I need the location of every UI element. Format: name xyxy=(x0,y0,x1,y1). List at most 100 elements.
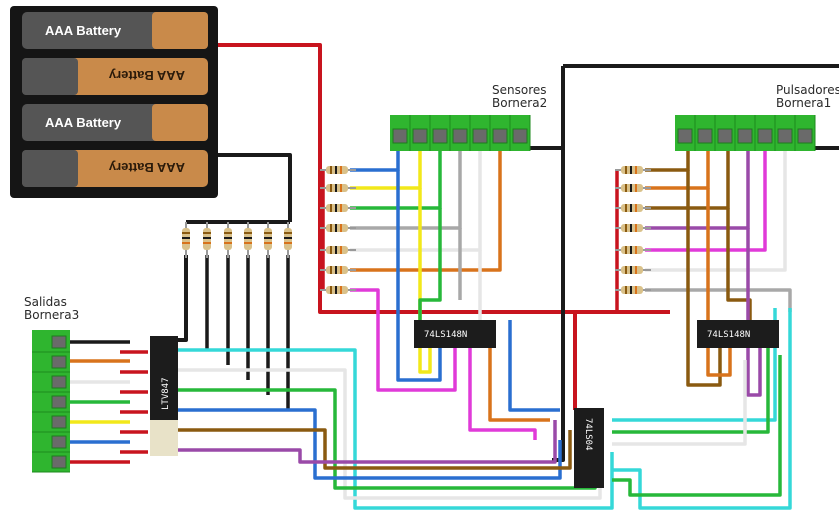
pulsadores-slot-2 xyxy=(697,115,716,151)
chip-encoder-left: 74LS148N xyxy=(414,320,496,348)
wire-orange-p2-enc xyxy=(706,188,732,377)
sensores-slot-3 xyxy=(432,115,451,151)
pulsadores-title: Pulsadores xyxy=(776,83,839,97)
battery-label-3: AAA Battery xyxy=(45,115,122,130)
salidas-title: Salidas xyxy=(24,295,67,309)
battery-cell-1: AAA Battery xyxy=(22,12,208,49)
sensor-resistor-2 xyxy=(320,184,356,192)
sensores-title: Sensores xyxy=(492,83,547,97)
chip-inverter-label: 74LS04 xyxy=(583,418,593,451)
pulsadores-slot-6 xyxy=(777,115,796,151)
chip-optocoupler: LTV847 xyxy=(150,336,178,456)
wire-purple-bus xyxy=(178,420,557,464)
pullup-resistor-3 xyxy=(224,222,232,258)
sensor-resistor-7 xyxy=(320,286,356,294)
sensores-slot-6 xyxy=(492,115,511,151)
wire-brown-p3-enc xyxy=(726,208,752,320)
wire-green-s3 xyxy=(350,150,442,210)
wire-green-right xyxy=(612,345,770,434)
pullup-resistor-2 xyxy=(203,222,211,258)
pulsador-resistor-4 xyxy=(615,224,651,232)
sensor-resistor-3 xyxy=(320,204,356,212)
sensor-resistor-5 xyxy=(320,246,356,254)
battery-cell-4: AAA Battery xyxy=(22,150,208,187)
sensores-slot-7 xyxy=(512,115,531,151)
salidas-slot-6 xyxy=(32,435,70,453)
wire-black-battery xyxy=(218,153,292,222)
wire-green-far xyxy=(612,355,782,497)
wire-yellow-s2-enc xyxy=(418,188,432,374)
salidas-slot-7 xyxy=(32,455,70,473)
terminal-block-pulsadores xyxy=(675,115,816,151)
pulsadores-subtitle: Bornera1 xyxy=(776,96,832,110)
pulsador-resistor-1 xyxy=(615,166,651,174)
pulsador-resistor-7 xyxy=(615,286,651,294)
battery-cell-2: AAA Battery xyxy=(22,58,208,95)
chip-optocoupler-label: LTV847 xyxy=(161,377,171,410)
wire-orange-enc-inv xyxy=(488,345,550,422)
wire-black-gnd xyxy=(552,148,565,462)
sensores-slot-1 xyxy=(392,115,411,151)
terminal-block-salidas xyxy=(32,330,70,473)
pulsadores-slot-3 xyxy=(717,115,736,151)
battery-label-4: AAA Battery xyxy=(108,160,185,175)
battery-label-1: AAA Battery xyxy=(45,23,122,38)
resistor-arrays xyxy=(182,166,651,294)
sensores-label: Sensores Bornera2 xyxy=(492,84,547,110)
pulsadores-slot-7 xyxy=(797,115,816,151)
sensores-slot-4 xyxy=(452,115,471,151)
pulsador-resistor-3 xyxy=(615,204,651,212)
pullup-resistor-5 xyxy=(264,222,272,258)
wire-brown-bus xyxy=(178,428,572,470)
sensores-subtitle: Bornera2 xyxy=(492,96,548,110)
wire-green-s3-enc xyxy=(418,208,442,320)
wire-brown-p1-enc xyxy=(686,170,722,387)
salidas-slot-4 xyxy=(32,395,70,413)
wire-purple-p4-enc xyxy=(746,228,762,397)
pulsador-resistor-2 xyxy=(615,184,651,192)
wire-out-red-bus xyxy=(120,350,148,454)
wire-green-bus xyxy=(178,388,597,490)
salidas-slot-3 xyxy=(32,375,70,393)
wire-brown-p1 xyxy=(645,150,690,172)
sensores-slot-5 xyxy=(472,115,491,151)
battery-pack: AAA Battery AAA Battery AAA Battery AAA … xyxy=(10,6,218,198)
sensor-resistor-4 xyxy=(320,224,356,232)
chip-encoder-right: 74LS148N xyxy=(697,320,779,348)
sensor-resistor-6 xyxy=(320,266,356,274)
pulsador-resistor-6 xyxy=(615,266,651,274)
pulsadores-slot-4 xyxy=(737,115,756,151)
wire-magenta-s7 xyxy=(350,288,457,392)
wire-blue-s1-enc xyxy=(396,170,442,382)
wire-magenta-enc-inv xyxy=(468,345,537,440)
wire-magenta-p5 xyxy=(645,150,767,252)
chip-inverter: 74LS04 xyxy=(574,408,604,488)
sensor-resistor-1 xyxy=(320,166,356,174)
salidas-slot-1 xyxy=(32,335,70,353)
terminal-block-sensores xyxy=(390,115,531,151)
battery-label-2: AAA Battery xyxy=(108,68,185,83)
wire-black-opto xyxy=(150,255,188,342)
pulsadores-slot-5 xyxy=(757,115,776,151)
wire-orange-s6 xyxy=(350,150,502,272)
salidas-slot-2 xyxy=(32,355,70,373)
pullup-resistor-4 xyxy=(244,222,252,258)
pulsadores-slot-1 xyxy=(677,115,696,151)
wire-cyan-bus xyxy=(178,348,614,510)
salidas-slot-5 xyxy=(32,415,70,433)
salidas-label: Salidas Bornera3 xyxy=(24,296,79,322)
battery-cell-3: AAA Battery xyxy=(22,104,208,141)
pullup-resistor-6 xyxy=(284,222,292,258)
chip-encoder-left-label: 74LS148N xyxy=(424,330,467,340)
wire-white-p6 xyxy=(645,150,787,272)
wire-blue-bus xyxy=(178,408,562,480)
pulsadores-label: Pulsadores Bornera1 xyxy=(776,84,839,110)
wire-white-right xyxy=(612,360,747,446)
wire-blue-enc-inv xyxy=(508,320,560,412)
wire-cyan-far xyxy=(612,308,792,510)
pullup-resistor-1 xyxy=(182,222,190,258)
wire-blue-s1 xyxy=(350,150,400,172)
sensores-slot-2 xyxy=(412,115,431,151)
